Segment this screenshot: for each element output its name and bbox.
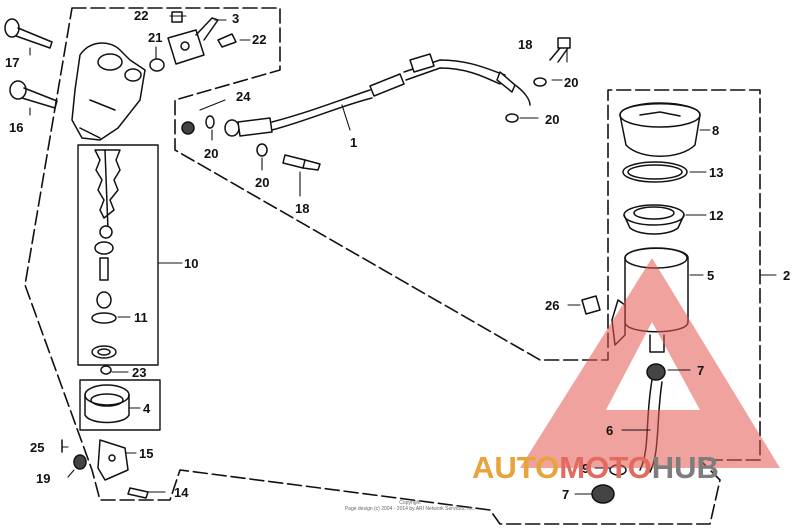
callout-26: 26 [545, 298, 560, 313]
callout-16: 16 [9, 120, 24, 135]
callout-24: 24 [236, 89, 251, 104]
callout-4: 4 [143, 401, 151, 416]
callout-13: 13 [709, 165, 724, 180]
watermark-logo: AUTOMOTOHUB [472, 452, 719, 483]
callout-18-lower: 18 [295, 201, 310, 216]
bolt-17 [4, 18, 53, 49]
callout-11: 11 [134, 310, 148, 325]
callout-20-d: 20 [545, 112, 560, 127]
washer-20-b [256, 143, 268, 157]
callout-6: 6 [606, 423, 614, 438]
washer-20-a [205, 115, 215, 129]
dust-boot [94, 149, 121, 231]
callout-23: 23 [132, 365, 147, 380]
callout-14: 14 [174, 485, 189, 500]
reservoir-joint-box [79, 379, 161, 431]
callout-25: 25 [30, 440, 45, 455]
pin-14 [127, 487, 149, 499]
callout-7-upper: 7 [697, 363, 705, 378]
assembly-boundary [24, 7, 761, 525]
bracket-3 [167, 17, 219, 65]
clamp-7-upper [646, 363, 666, 381]
leader-lines [29, 15, 777, 495]
callout-8: 8 [712, 123, 720, 138]
clamp-7-lower [591, 484, 615, 504]
callout-7-lower: 7 [562, 487, 570, 502]
screw-26 [581, 295, 601, 315]
callout-18-upper: 18 [518, 37, 533, 52]
piston-parts [91, 225, 117, 359]
piston-kit-box [77, 144, 159, 366]
clutch-hose [224, 53, 531, 137]
bleeder-22-top [171, 11, 183, 23]
callout-17: 17 [5, 55, 20, 70]
washer-20-d [505, 113, 519, 123]
callout-20-a: 20 [204, 146, 219, 161]
joint-4 [84, 384, 130, 424]
copyright-line-2: Page design (c) 2004 - 2014 by ARI Netwo… [344, 506, 476, 512]
watermark-triangle [520, 258, 780, 468]
copyright-notice: Copyright Page design (c) 2004 - 2014 by… [315, 500, 505, 512]
clevis-15 [97, 439, 129, 481]
bleeder-22-right [217, 33, 237, 48]
cap-8 [619, 102, 701, 157]
copyright-line-1: Copyright [399, 500, 421, 506]
bolt-18-upper [549, 37, 571, 63]
bolt-16 [9, 80, 58, 109]
diaphragm-plate-13 [622, 161, 688, 183]
callout-20-c: 20 [564, 75, 579, 90]
joint-23 [100, 365, 112, 375]
callout-21: 21 [148, 30, 163, 45]
diaphragm-12 [623, 204, 685, 235]
washer-24 [181, 121, 195, 135]
watermark-hub: HUB [651, 450, 719, 485]
callout-20-b: 20 [255, 175, 270, 190]
callout-22-top: 22 [134, 8, 149, 23]
oring-21 [149, 58, 165, 72]
callout-15: 15 [139, 446, 154, 461]
callout-9: 9 [582, 461, 590, 476]
watermark-moto: MOTO [559, 450, 652, 485]
callout-22-right: 22 [252, 32, 267, 47]
callout-19: 19 [36, 471, 51, 486]
callout-2: 2 [783, 268, 791, 283]
watermark-auto: AUTO [472, 450, 560, 485]
callout-1: 1 [350, 135, 358, 150]
nut-19 [73, 454, 87, 470]
washer-20-c [533, 77, 547, 87]
callout-10: 10 [184, 256, 199, 271]
bolt-18-lower [282, 154, 321, 171]
master-cylinder-body [71, 42, 146, 141]
callout-5: 5 [707, 268, 715, 283]
callout-3: 3 [232, 11, 240, 26]
callout-12: 12 [709, 208, 724, 223]
